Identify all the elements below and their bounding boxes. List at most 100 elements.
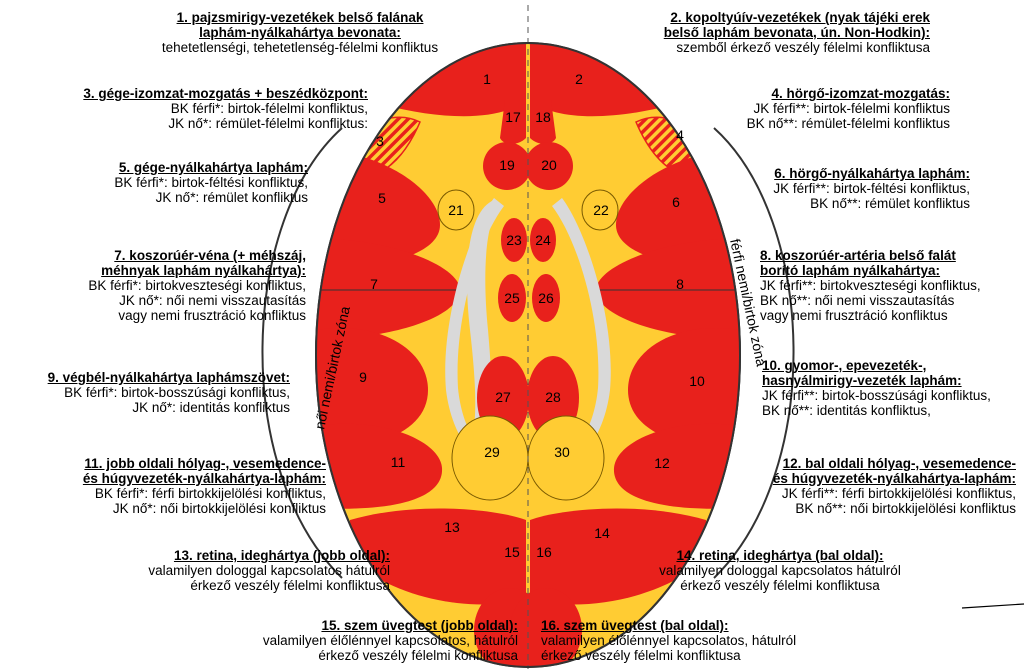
label-10-title-2: hasnyálmirigy-vezeték laphám: [762,373,1030,388]
region-num-12: 12 [654,455,670,471]
label-4-desc-1: JK férfi**: birtok-félelmi konfliktus [690,101,950,116]
region-num-24: 24 [535,232,551,248]
label-7-desc-3: vagy nemi frusztráció konfliktus [0,308,306,323]
region-num-26: 26 [538,290,554,306]
region-num-9: 9 [359,369,367,385]
region-num-10: 10 [689,373,705,389]
region-num-27: 27 [495,389,511,405]
label-8: 8. koszorúér-artéria belső falát borító … [760,248,1030,323]
label-8-desc-3: vagy nemi frusztráció konfliktus [760,308,1030,323]
decorative-line [962,604,1024,608]
label-2: 2. kopoltyúív-vezetékek (nyak tájéki ere… [540,10,930,55]
label-4-desc-2: BK nő**: rémület-félelmi konfliktus [690,116,950,131]
label-3-desc-1: BK férfi*: birtok-félelmi konfliktus, [0,101,368,116]
label-6: 6. hörgő-nyálkahártya laphám: JK férfi**… [730,166,970,211]
label-10-desc-2: BK nő**: identitás konfliktus, [762,403,1030,418]
label-4-title: 4. hörgő-izomzat-mozgatás: [690,86,950,101]
label-5: 5. gége-nyálkahártya laphám: BK férfi*: … [0,160,308,205]
label-12: 12. bal oldali hólyag-, vesemedence- és … [700,456,1016,516]
label-11: 11. jobb oldali hólyag-, vesemedence- és… [0,456,326,516]
label-16-title: 16. szem üvegtest (bal oldal): [541,618,841,633]
region-num-3: 3 [376,133,384,149]
label-15: 15. szem üvegtest (jobb oldal): valamily… [200,618,518,663]
label-15-desc-1: valamilyen élőlénnyel kapcsolatos, hátul… [200,633,518,648]
region-num-7: 7 [370,276,378,292]
label-1-title-2: laphám-nyálkahártya bevonata: [100,25,500,40]
region-num-28: 28 [545,389,561,405]
label-10: 10. gyomor-, epevezeték-, hasnyálmirigy-… [762,358,1030,418]
label-7-desc-1: BK férfi*: birtokveszteségi konfliktus, [0,278,306,293]
label-13: 13. retina, ideghártya (jobb oldal): val… [80,548,390,593]
label-15-title: 15. szem üvegtest (jobb oldal): [200,618,518,633]
region-num-29: 29 [484,444,500,460]
label-14-title: 14. retina, ideghártya (bal oldal): [630,548,930,563]
region-num-30: 30 [554,444,570,460]
label-9: 9. végbél-nyálkahártya laphámszövet: BK … [0,370,290,415]
label-10-desc-1: JK férfi**: birtok-bosszúsági konfliktus… [762,388,1030,403]
label-1-desc: tehetetlenségi, tehetetlenség-félelmi ko… [100,40,500,55]
label-2-title: 2. kopoltyúív-vezetékek (nyak tájéki ere… [540,10,930,25]
label-1-title: 1. pajzsmirigy-vezetékek belső falának [100,10,500,25]
region-num-13: 13 [444,519,460,535]
label-12-desc-1: JK férfi**: férfi birtokkijelölési konfl… [700,486,1016,501]
label-11-title: 11. jobb oldali hólyag-, vesemedence- [0,456,326,471]
label-4: 4. hörgő-izomzat-mozgatás: JK férfi**: b… [690,86,950,131]
region-num-8: 8 [676,276,684,292]
region-num-23: 23 [506,232,522,248]
label-2-desc: szemből érkező veszély félelmi konfliktu… [540,40,930,55]
region-num-17: 17 [505,109,521,125]
region-num-25: 25 [504,290,520,306]
label-7-desc-2: JK nő*: női nemi visszautasítás [0,293,306,308]
label-9-desc-2: JK nő*: identitás konfliktus [0,400,290,415]
region-num-2: 2 [575,71,583,87]
label-12-desc-2: BK nő**: női birtokkijelölési konfliktus [700,501,1016,516]
label-7-title-2: méhnyak laphám nyálkahártya): [0,263,306,278]
label-11-desc-2: JK nő*: női birtokkijelölési konfliktus [0,501,326,516]
label-3: 3. gége-izomzat-mozgatás + beszédközpont… [0,86,368,131]
label-16-desc-2: érkező veszély félelmi konfliktusa [541,648,841,663]
label-6-desc-2: BK nő**: rémület konfliktus [730,196,970,211]
label-1: 1. pajzsmirigy-vezetékek belső falának l… [100,10,500,55]
label-13-desc-2: érkező veszély félelmi konfliktusa [80,578,390,593]
label-16: 16. szem üvegtest (bal oldal): valamilye… [541,618,841,663]
label-8-desc-2: BK nő**: női nemi visszautasítás [760,293,1030,308]
label-5-desc-1: BK férfi*: birtok-féltési konfliktus, [0,175,308,190]
label-14-desc-2: érkező veszély félelmi konfliktusa [630,578,930,593]
label-11-title-2: és húgyvezeték-nyálkahártya-laphám: [0,471,326,486]
label-13-desc-1: valamilyen dologgal kapcsolatos hátulról [80,563,390,578]
label-8-title-2: borító laphám nyálkahártya: [760,263,1030,278]
region-num-5: 5 [378,190,386,206]
label-15-desc-2: érkező veszély félelmi konfliktusa [200,648,518,663]
label-5-desc-2: JK nő*: rémület konfliktus [0,190,308,205]
label-3-title: 3. gége-izomzat-mozgatás + beszédközpont… [0,86,368,101]
label-12-title: 12. bal oldali hólyag-, vesemedence- [700,456,1016,471]
region-num-22: 22 [593,202,609,218]
label-5-title: 5. gége-nyálkahártya laphám: [0,160,308,175]
region-num-11: 11 [391,454,406,470]
label-9-title: 9. végbél-nyálkahártya laphámszövet: [0,370,290,385]
label-7: 7. koszorúér-véna (+ méhszáj, méhnyak la… [0,248,306,323]
label-6-title: 6. hörgő-nyálkahártya laphám: [730,166,970,181]
label-8-title: 8. koszorúér-artéria belső falát [760,248,1030,263]
label-14: 14. retina, ideghártya (bal oldal): vala… [630,548,930,593]
region-num-15: 15 [504,544,520,560]
region-num-16: 16 [536,544,552,560]
region-num-1: 1 [483,71,491,87]
label-7-title: 7. koszorúér-véna (+ méhszáj, [0,248,306,263]
label-14-desc-1: valamilyen dologgal kapcsolatos hátulról [630,563,930,578]
region-num-21: 21 [448,202,464,218]
label-3-desc-2: JK nő*: rémület-félelmi konfliktus: [0,116,368,131]
label-9-desc-1: BK férfi*: birtok-bosszúsági konfliktus, [0,385,290,400]
region-num-4: 4 [676,127,684,143]
label-6-desc-1: JK férfi**: birtok-féltési konfliktus, [730,181,970,196]
label-2-title-2: belső laphám bevonata, ún. Non-Hodkin): [540,25,930,40]
label-10-title: 10. gyomor-, epevezeték-, [762,358,1030,373]
region-num-14: 14 [594,525,610,541]
region-num-20: 20 [541,157,557,173]
region-num-6: 6 [672,194,680,210]
label-11-desc-1: BK férfi*: férfi birtokkijelölési konfli… [0,486,326,501]
region-num-19: 19 [499,157,515,173]
label-13-title: 13. retina, ideghártya (jobb oldal): [80,548,390,563]
label-16-desc-1: valamilyen élőlénnyel kapcsolatos, hátul… [541,633,841,648]
region-num-18: 18 [535,109,551,125]
